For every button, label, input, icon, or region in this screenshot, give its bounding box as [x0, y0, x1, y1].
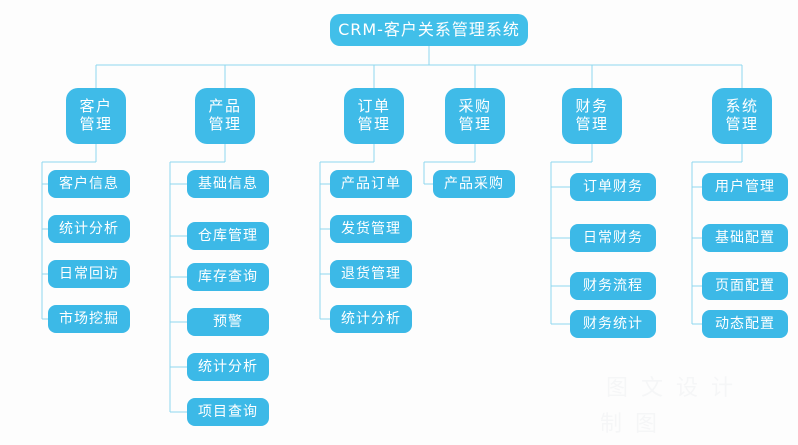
- watermark-line-1: 图 文 设 计: [606, 376, 736, 401]
- branch-node-finance-management[interactable]: 财务 管理: [562, 88, 622, 144]
- branch-node-customer-management[interactable]: 客户 管理: [66, 88, 126, 144]
- leaf-node-system-management-3[interactable]: 动态配置: [702, 310, 788, 338]
- leaf-node-product-management-5[interactable]: 项目查询: [187, 398, 269, 426]
- leaf-node-purchase-management-0[interactable]: 产品采购: [433, 170, 515, 198]
- leaf-node-system-management-2[interactable]: 页面配置: [702, 272, 788, 300]
- leaf-node-product-management-1[interactable]: 仓库管理: [187, 222, 269, 250]
- leaf-node-customer-management-3[interactable]: 市场挖掘: [48, 305, 130, 333]
- leaf-node-customer-management-2[interactable]: 日常回访: [48, 260, 130, 288]
- branch-node-purchase-management[interactable]: 采购 管理: [445, 88, 505, 144]
- leaf-node-order-management-0[interactable]: 产品订单: [330, 170, 412, 198]
- leaf-node-product-management-3[interactable]: 预警: [187, 308, 269, 336]
- watermark-line-2: 制 图: [600, 412, 660, 437]
- leaf-node-product-management-0[interactable]: 基础信息: [187, 170, 269, 198]
- leaf-node-order-management-1[interactable]: 发货管理: [330, 215, 412, 243]
- leaf-node-finance-management-0[interactable]: 订单财务: [570, 173, 656, 201]
- leaf-node-product-management-2[interactable]: 库存查询: [187, 263, 269, 291]
- leaf-node-order-management-2[interactable]: 退货管理: [330, 260, 412, 288]
- root-node[interactable]: CRM-客户关系管理系统: [330, 14, 528, 46]
- leaf-node-finance-management-2[interactable]: 财务流程: [570, 272, 656, 300]
- watermark: 图 文 设 计 制 图: [596, 368, 794, 438]
- leaf-node-finance-management-1[interactable]: 日常财务: [570, 224, 656, 252]
- leaf-node-system-management-1[interactable]: 基础配置: [702, 224, 788, 252]
- branch-node-order-management[interactable]: 订单 管理: [344, 88, 404, 144]
- leaf-node-order-management-3[interactable]: 统计分析: [330, 305, 412, 333]
- branch-node-product-management[interactable]: 产品 管理: [195, 88, 255, 144]
- leaf-node-customer-management-0[interactable]: 客户信息: [48, 170, 130, 198]
- leaf-node-finance-management-3[interactable]: 财务统计: [570, 310, 656, 338]
- branch-node-system-management[interactable]: 系统 管理: [712, 88, 772, 144]
- leaf-node-customer-management-1[interactable]: 统计分析: [48, 215, 130, 243]
- leaf-node-product-management-4[interactable]: 统计分析: [187, 353, 269, 381]
- leaf-node-system-management-0[interactable]: 用户管理: [702, 173, 788, 201]
